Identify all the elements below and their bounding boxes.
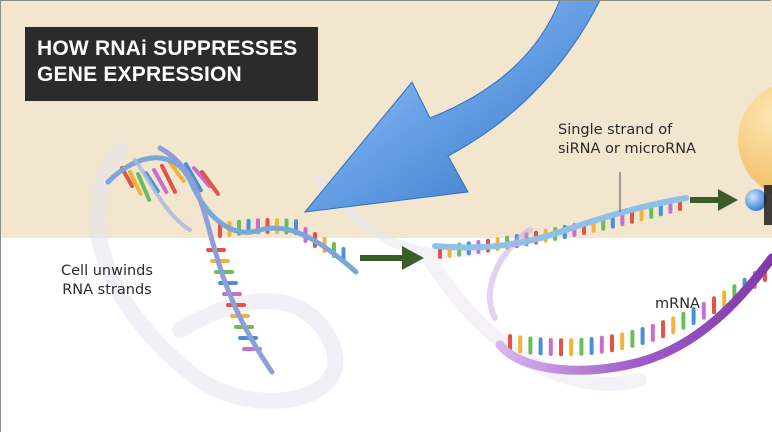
flow-arrow-2-icon: [690, 189, 738, 211]
title-line-2: GENE EXPRESSION: [37, 62, 306, 88]
protein-complex-icon: [738, 80, 772, 225]
single-strand-sirna: [435, 198, 686, 257]
big-blue-arrow-icon: [305, 0, 600, 212]
label-cell-unwinds-line-2: RNA strands: [61, 281, 153, 300]
label-single-strand: Single strand of siRNA or microRNA: [558, 121, 696, 159]
title-line-1: HOW RNAi SUPPRESSES: [37, 36, 306, 62]
label-cell-unwinds: Cell unwinds RNA strands: [61, 262, 153, 300]
mrna-strand: [490, 230, 772, 370]
label-cell-unwinds-line-1: Cell unwinds: [61, 262, 153, 281]
diagram-title: HOW RNAi SUPPRESSES GENE EXPRESSION: [25, 27, 318, 101]
label-single-strand-line-2: siRNA or microRNA: [558, 140, 696, 159]
label-mrna: mRNA: [655, 295, 700, 314]
label-single-strand-line-1: Single strand of: [558, 121, 696, 140]
